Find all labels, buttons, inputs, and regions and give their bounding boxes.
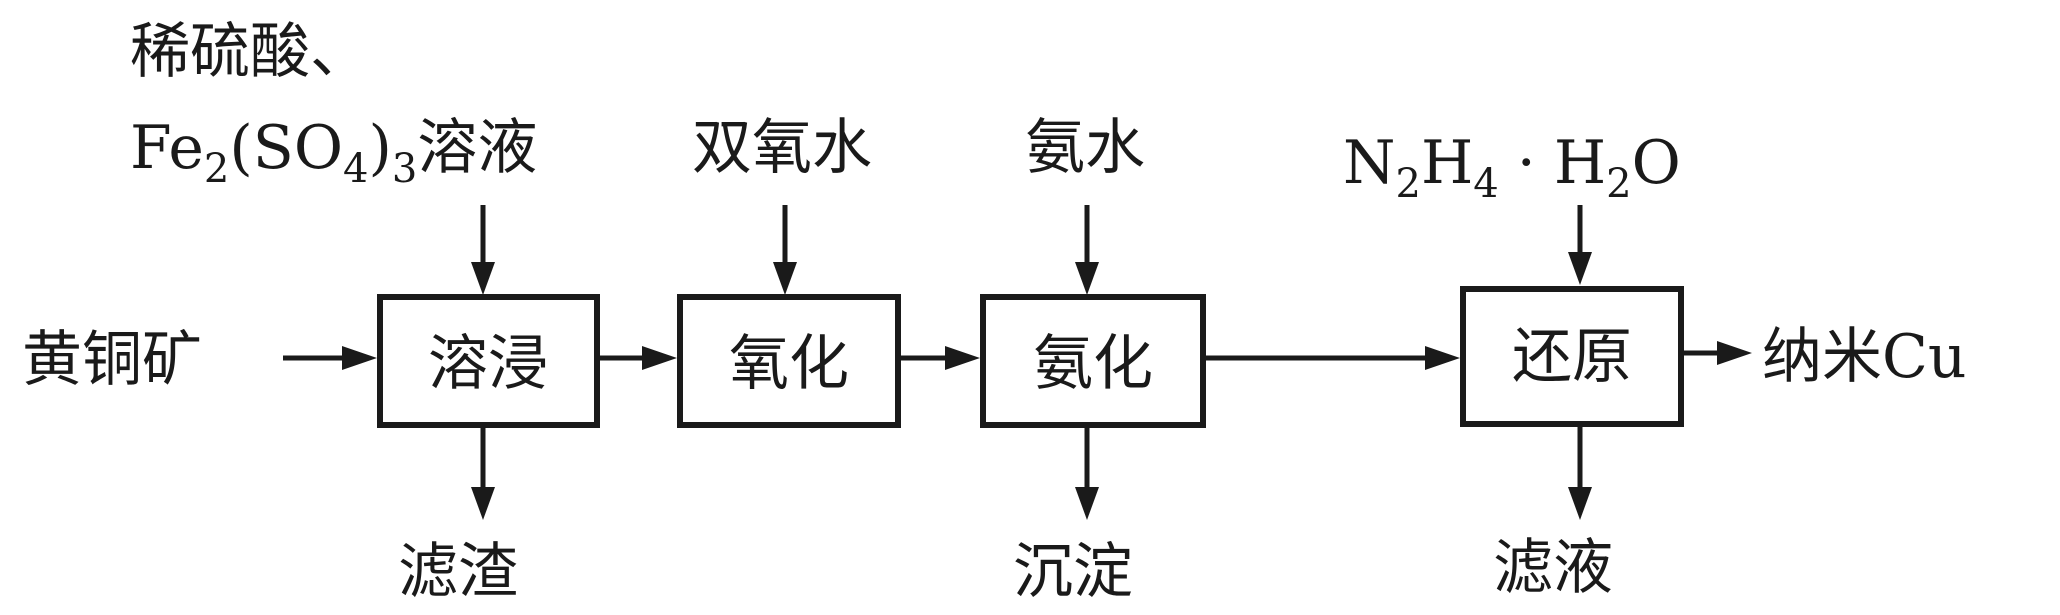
- arrow-leach-to-residue: [471, 425, 495, 520]
- arrow-ammonia-to-ammoniate: [1075, 205, 1099, 295]
- raw-material-label: 黄铜矿: [22, 325, 202, 395]
- arrow-oxidize-to-ammoniate: [900, 346, 980, 370]
- product-label: 纳米Cu: [1762, 322, 1967, 392]
- arrow-ammoniate-to-precipitate: [1075, 425, 1099, 520]
- filtrate-label: 滤液: [1493, 533, 1613, 603]
- leach-residue-label: 滤渣: [398, 537, 518, 607]
- arrow-leach-to-oxidize: [598, 346, 677, 370]
- arrow-raw-to-leach: [283, 346, 377, 370]
- step-ammoniate-box: 氨化: [980, 294, 1206, 428]
- step-reduce-label: 还原: [1512, 322, 1632, 392]
- leach-reagent-line1: 稀硫酸、: [130, 17, 370, 87]
- leach-reagent-line2: Fe2(SO4)3溶液: [130, 113, 537, 192]
- reductant-label: N2H4·H2O: [1343, 128, 1681, 207]
- step-oxidize-box: 氧化: [677, 294, 901, 428]
- arrow-reduce-to-filtrate: [1568, 424, 1592, 520]
- step-leach-label: 溶浸: [428, 329, 548, 399]
- precipitate-label: 沉淀: [1013, 537, 1133, 607]
- arrow-reagent-to-leach: [471, 205, 495, 295]
- oxidant-label: 双氧水: [692, 113, 872, 183]
- arrow-ammoniate-to-reduce: [1205, 346, 1460, 370]
- arrow-reduce-to-product: [1683, 341, 1752, 365]
- ammonia-label: 氨水: [1025, 113, 1145, 183]
- step-reduce-box: 还原: [1460, 286, 1684, 427]
- step-ammoniate-label: 氨化: [1033, 329, 1153, 399]
- step-oxidize-label: 氧化: [729, 329, 849, 399]
- step-leach-box: 溶浸: [377, 294, 600, 428]
- arrow-reductant-to-reduce: [1568, 205, 1592, 285]
- arrow-oxidant-to-oxidize: [773, 205, 797, 295]
